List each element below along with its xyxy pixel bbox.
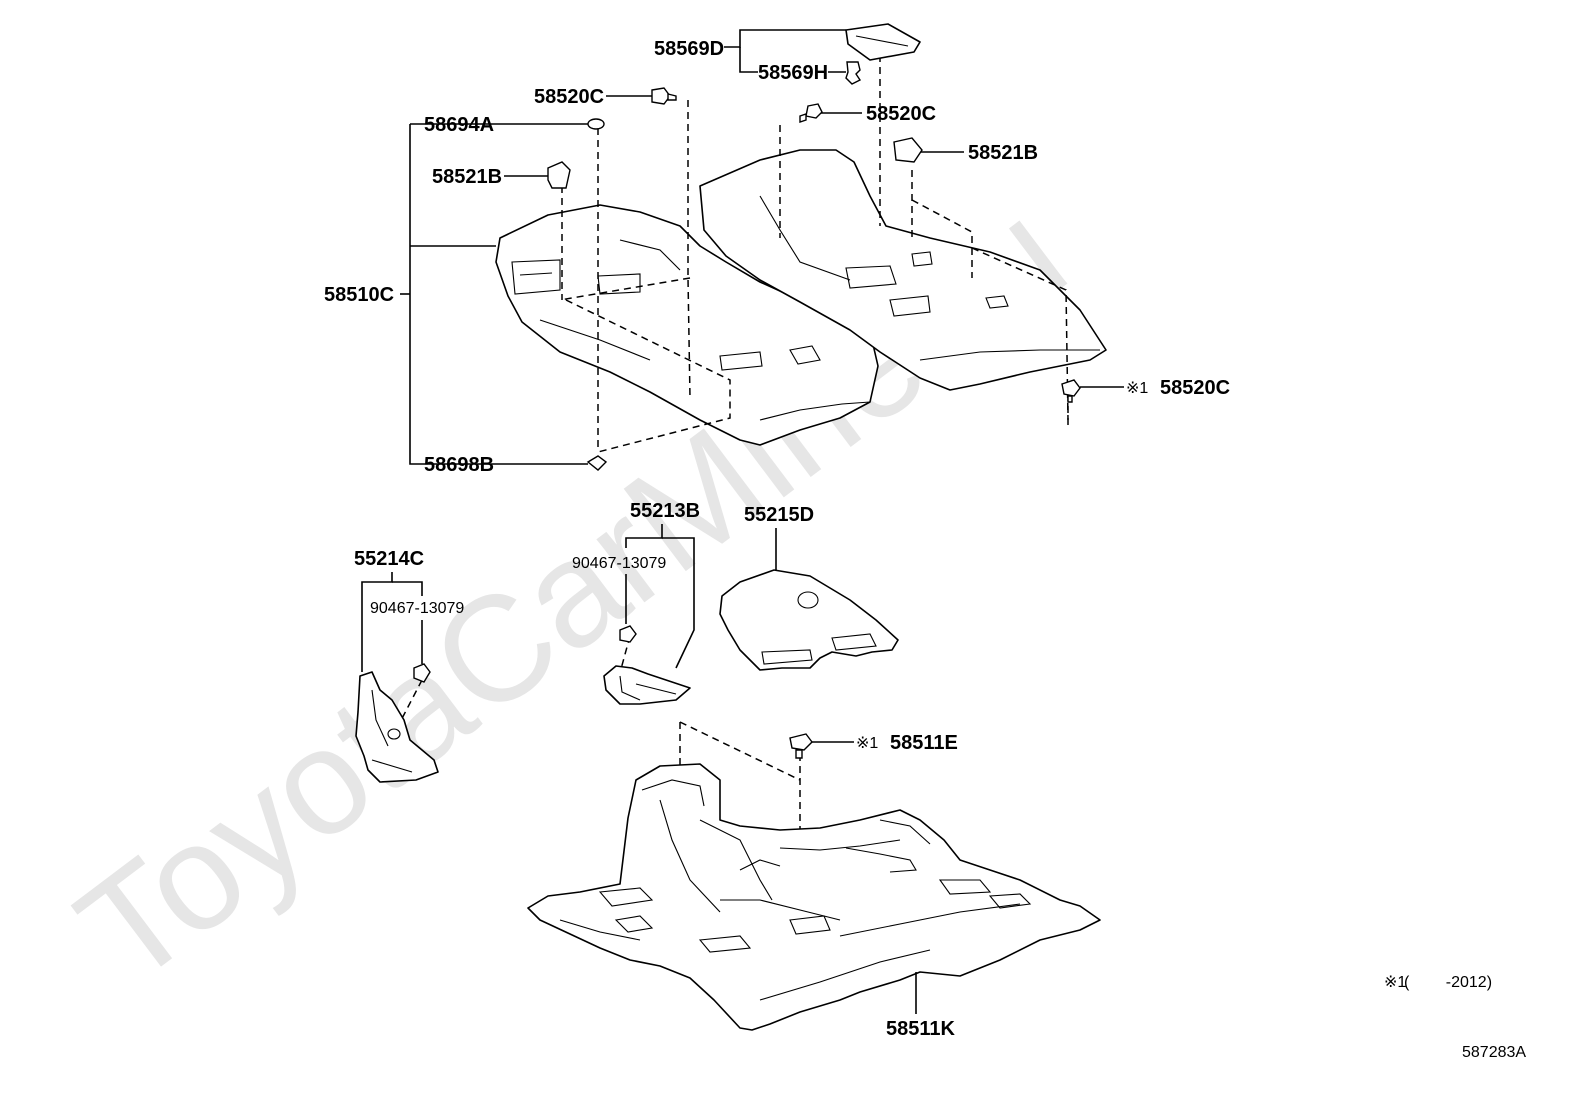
grommet-icon bbox=[789, 733, 813, 751]
note-mark-58511E: ※1 bbox=[856, 735, 878, 752]
grommet-icon bbox=[1061, 379, 1081, 397]
footnote-mark: ※1 bbox=[1384, 974, 1406, 991]
clip-90467-13079-mid[interactable] bbox=[619, 625, 637, 643]
label-58510C: 58510C bbox=[324, 284, 394, 306]
label-58520C-top: 58520C bbox=[534, 86, 604, 108]
label-58694A: 58694A bbox=[424, 114, 494, 136]
dashed-lines-lower bbox=[679, 721, 801, 830]
label-58520C-mid: 58520C bbox=[866, 103, 936, 125]
clip-90467-13079-left[interactable] bbox=[413, 663, 431, 683]
label-90467-13079-left: 90467-13079 bbox=[370, 600, 464, 617]
label-58521B-right: 58521B bbox=[968, 142, 1038, 164]
label-55215D: 55215D bbox=[744, 504, 814, 526]
label-55214C: 55214C bbox=[354, 548, 424, 570]
clip-icon bbox=[893, 137, 923, 163]
leader-lines-mid bbox=[361, 524, 777, 672]
label-55213B: 55213B bbox=[630, 500, 700, 522]
clip-icon bbox=[619, 625, 637, 643]
note-mark-58520C: ※1 bbox=[1126, 380, 1148, 397]
fastener-icon bbox=[586, 455, 608, 471]
label-58520C-right: 58520C bbox=[1160, 377, 1230, 399]
cover-55215D[interactable] bbox=[719, 569, 899, 671]
fastener-58511E[interactable] bbox=[789, 733, 813, 759]
label-58569H: 58569H bbox=[758, 62, 828, 84]
trim-55214C[interactable] bbox=[355, 671, 439, 783]
footnote-text: ( -2012) bbox=[1404, 974, 1492, 991]
scuff-plate-58569D[interactable] bbox=[845, 23, 921, 61]
clip-icon bbox=[547, 161, 571, 189]
label-58511K: 58511K bbox=[886, 1018, 956, 1040]
label-58511E: 58511E bbox=[890, 732, 958, 754]
trim-55213B[interactable] bbox=[603, 665, 691, 705]
grommet-icon bbox=[651, 87, 671, 105]
label-58569D: 58569D bbox=[654, 38, 724, 60]
fastener-icon bbox=[587, 118, 605, 130]
clip-58569H[interactable] bbox=[845, 61, 862, 85]
reference-lines-upper bbox=[559, 55, 1069, 453]
label-58698B: 58698B bbox=[424, 454, 494, 476]
grommet-icon bbox=[805, 103, 823, 119]
fasteners-upper bbox=[547, 87, 1081, 471]
clip-icon bbox=[413, 663, 431, 683]
labels: 58569D 58569H 58520C 58520C 58694A 58521… bbox=[324, 38, 1526, 1061]
label-90467-13079-mid: 90467-13079 bbox=[572, 555, 666, 572]
diagram-id: 587283A bbox=[1462, 1044, 1526, 1061]
leader-lines-lower bbox=[812, 741, 917, 1014]
label-58521B-left: 58521B bbox=[432, 166, 502, 188]
clip-icon bbox=[845, 61, 862, 85]
leader-lines-upper bbox=[400, 29, 1124, 465]
floor-silencer-58511K[interactable] bbox=[527, 763, 1101, 1031]
front-floor-carpet-58510C[interactable] bbox=[495, 149, 1107, 446]
